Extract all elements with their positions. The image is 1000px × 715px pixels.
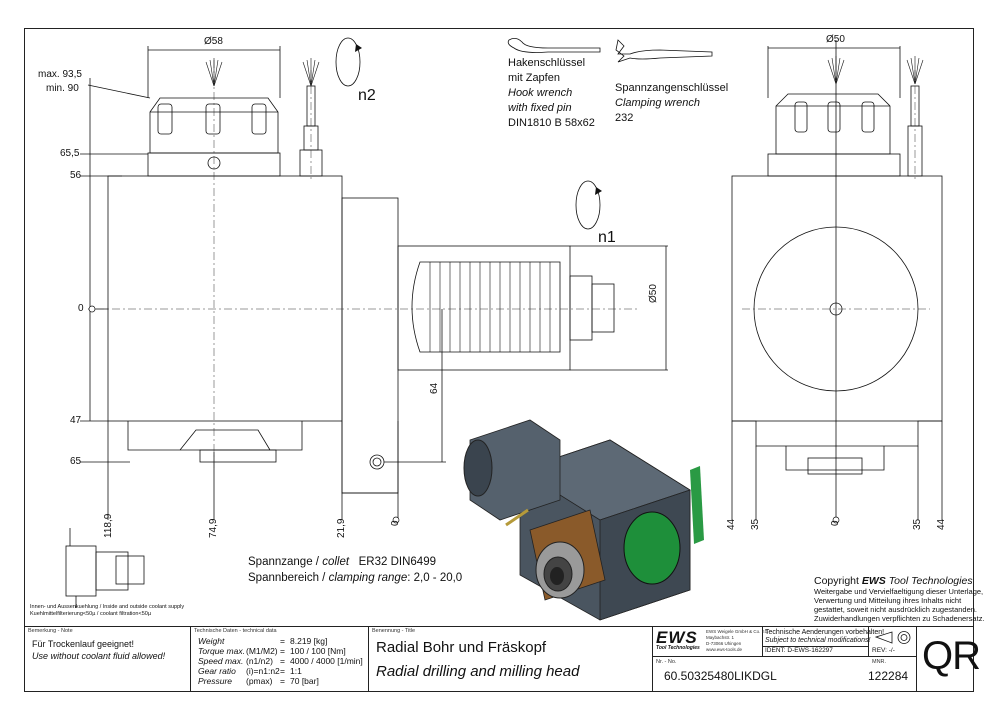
- dim-56: 56: [70, 170, 82, 181]
- dim-dia50-side: Ø50: [648, 284, 659, 303]
- mnr-header: MNR.: [872, 659, 887, 665]
- logo-text: EWS: [656, 628, 698, 647]
- tech-value: 8.219 [kg]: [290, 636, 328, 646]
- remark-header: Bemerkung - Note: [28, 628, 73, 634]
- hook-de-1: Hakenschlüssel: [508, 57, 586, 69]
- dim-bottom-2: 74,9: [208, 518, 219, 538]
- tech-label: Weight: [198, 636, 225, 646]
- tech-label: Torque max.: [198, 646, 245, 656]
- coolant-note-1: Innen- und Aussenkuehlung / Inside and o…: [30, 604, 185, 610]
- company-line-3: D-73066 Uhingen: [706, 641, 742, 646]
- copyright-suffix: Tool Technologies: [885, 575, 973, 587]
- tech-eq: =: [280, 636, 285, 646]
- copyright-brand: EWS: [861, 575, 886, 587]
- company-line-2: Maybachstr. 1: [706, 635, 735, 640]
- clamping-range-label-de: Spannbereich /: [248, 572, 326, 584]
- clamp-no: 232: [615, 112, 634, 124]
- dim-0: 0: [78, 303, 84, 314]
- remark-en: Use without coolant fluid allowed!: [32, 651, 166, 661]
- clamping-range-value: : 2,0 - 20,0: [407, 572, 463, 584]
- collet-value: ER32 DIN6499: [358, 556, 436, 568]
- dim-64: 64: [429, 382, 440, 394]
- clamp-de: Spannzangenschlüssel: [615, 82, 729, 94]
- copyright-line-1: Weitergabe und Vervielfaeltigung dieser …: [814, 587, 984, 596]
- dim-dia58: Ø58: [204, 36, 223, 47]
- changes-en: Subject to technical modifications!: [765, 637, 871, 644]
- company-line-4: www.ews-tools.de: [706, 647, 743, 652]
- title-de: Radial Bohr und Fräskopf: [376, 639, 547, 656]
- copyright-line-2: Verwertung und Mitteilung ihres Inhalts …: [814, 596, 962, 605]
- logo-subtext: Tool Technologies: [656, 645, 700, 651]
- clamp-en: Clamping wrench: [615, 97, 700, 109]
- collet-line-1: Spannzange / collet ER32 DIN6499: [248, 556, 436, 569]
- mnr-number: 122284: [868, 669, 909, 683]
- tech-symbol: (pmax): [246, 676, 273, 686]
- tech-label: Speed max.: [198, 656, 244, 666]
- copyright-line-3: gestattet, soweit nicht ausdrücklich zug…: [814, 605, 978, 614]
- ews-logo: EWS Tool Technologies: [656, 629, 704, 653]
- collet-line-2: Spannbereich / clamping range: 2,0 - 20,…: [248, 572, 463, 585]
- tech-value: 4000 / 4000 [1/min]: [290, 656, 363, 666]
- tech-header: Technische Daten - technical data: [194, 628, 277, 634]
- dim-right-1: 44: [726, 518, 737, 530]
- copyright-line-4: Zuwiderhandlungen verpflichten zu Schade…: [814, 614, 985, 623]
- coolant-note-2: Kuehlmittelfilterierung<50µ / coolant fi…: [30, 611, 151, 617]
- dim-bottom-1: 118,9: [103, 513, 114, 538]
- dim-right-3: 0: [830, 520, 841, 526]
- ident: IDENT: D-EWS-162297: [765, 647, 833, 654]
- hook-de-2: mit Zapfen: [508, 72, 560, 84]
- qr-label: QR: [922, 634, 981, 678]
- dim-65: 65: [70, 456, 82, 467]
- drawing-frame: [24, 28, 974, 692]
- dim-right-5: 44: [936, 518, 947, 530]
- dim-max: max. 93,5: [38, 69, 82, 80]
- copyright-title: Copyright EWS Tool Technologies: [814, 576, 973, 587]
- tech-value: 70 [bar]: [290, 676, 319, 686]
- isometric-render: [463, 419, 704, 621]
- nr-header: Nr. - No.: [656, 659, 677, 665]
- collet-label-en: collet: [322, 556, 350, 568]
- tech-value: 1:1: [290, 666, 302, 676]
- revision: REV: -/-: [872, 647, 895, 654]
- projection-symbol-icon: [874, 631, 911, 644]
- label-n1: n1: [598, 229, 616, 246]
- tech-label: Gear ratio: [198, 666, 236, 676]
- hook-en-2: with fixed pin: [508, 102, 572, 114]
- hook-en-1: Hook wrench: [508, 87, 573, 99]
- tech-symbol: (M1/M2): [246, 646, 278, 656]
- company-line-1: EWS Weigele GmbH & Co. KG: [706, 629, 769, 634]
- dim-47: 47: [70, 415, 82, 426]
- label-n2: n2: [358, 87, 376, 104]
- title-header: Benennung - Title: [372, 628, 416, 634]
- copyright-prefix: Copyright: [814, 575, 862, 587]
- tech-label: Pressure: [198, 676, 233, 686]
- dim-dia50-top: Ø50: [826, 34, 845, 45]
- dim-right-4: 35: [912, 518, 923, 530]
- tech-symbol: (i)=n1:n2: [246, 666, 280, 676]
- tech-eq: =: [280, 646, 285, 656]
- dim-right-2: 35: [750, 518, 761, 530]
- clamping-range-label-en: clamping range: [328, 572, 408, 584]
- hook-norm: DIN1810 B 58x62: [508, 117, 595, 129]
- collet-label-de: Spannzange /: [248, 556, 319, 568]
- part-number: 60.50325480LIKDGL: [664, 669, 777, 683]
- title-en: Radial drilling and milling head: [376, 663, 580, 680]
- dim-min: min. 90: [46, 83, 79, 94]
- tech-value: 100 / 100 [Nm]: [290, 646, 346, 656]
- tech-eq: =: [280, 666, 285, 676]
- remark-de: Für Trockenlauf geeignet!: [32, 639, 135, 649]
- dim-65-5: 65,5: [60, 148, 80, 159]
- tech-symbol: (n1/n2): [246, 656, 273, 666]
- tech-eq: =: [280, 656, 285, 666]
- title-block: Bemerkung - Note Für Trockenlauf geeigne…: [24, 626, 981, 692]
- tech-eq: =: [280, 676, 285, 686]
- dim-bottom-4: 0: [390, 520, 401, 526]
- dim-bottom-3: 21,9: [336, 518, 347, 538]
- changes-de: Technische Aenderungen vorbehalten!: [765, 629, 885, 636]
